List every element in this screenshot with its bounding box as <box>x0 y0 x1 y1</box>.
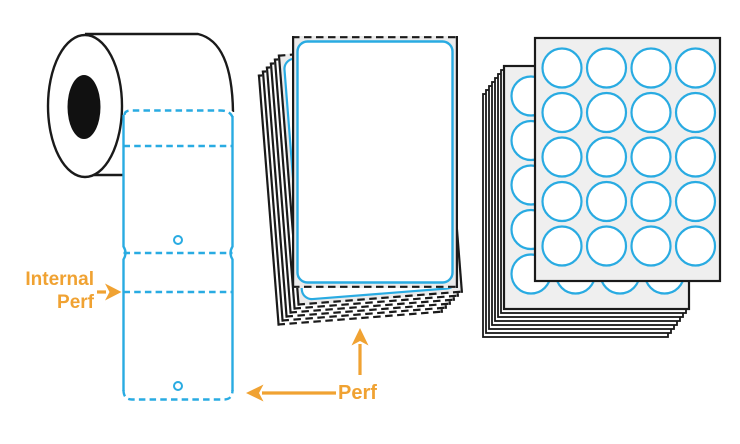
perf-label: Perf <box>338 382 377 404</box>
sheet-left-edge <box>261 70 284 322</box>
circle-label <box>630 91 672 134</box>
circle-label <box>630 136 672 178</box>
circle-label <box>585 180 628 223</box>
sheet-left-edge <box>269 62 292 314</box>
circle-label <box>630 225 672 267</box>
circle-label <box>585 136 628 178</box>
circle-label <box>674 225 717 267</box>
internal-perf-label: Internal Perf <box>25 269 94 313</box>
arrow-head-left <box>246 384 264 402</box>
arrow-head-right <box>105 283 122 301</box>
circle-label <box>541 47 583 89</box>
internal-perf-arrow <box>97 283 122 301</box>
perf-left-arrow <box>246 384 336 402</box>
label-hole <box>173 381 183 391</box>
circle-label <box>541 136 583 178</box>
circle-label <box>674 180 717 223</box>
strip-liner <box>123 111 233 399</box>
label-strip <box>122 109 234 401</box>
front-circle-sheet <box>533 36 722 283</box>
circle-labels-sheet-stack-figure <box>482 36 722 338</box>
sheet-bottom-perf-edge <box>289 298 456 314</box>
sheet-bottom-perf-edge <box>281 306 448 322</box>
strip-top-perf-line <box>123 109 234 118</box>
circle-label <box>585 225 628 267</box>
circle-label <box>585 91 628 134</box>
circle-label <box>585 47 628 89</box>
arrow-head-up <box>351 328 369 346</box>
circle-label <box>674 91 717 134</box>
middle-front-sheet <box>292 36 458 288</box>
circle-label <box>541 91 583 134</box>
sheet-left-edge <box>273 58 296 310</box>
circle-label <box>630 47 672 89</box>
sheet-bottom-perf-edge <box>277 310 444 326</box>
sheet-left-edge <box>265 66 288 318</box>
circle-label <box>541 180 583 223</box>
circle-label <box>674 136 717 178</box>
roll-body-outline <box>85 32 235 113</box>
sheet-bottom-perf-edge <box>297 290 464 306</box>
perf-up-arrow <box>351 328 369 375</box>
label-roll-figure <box>46 32 235 401</box>
circle-label <box>630 180 672 223</box>
label-outline <box>296 40 454 284</box>
circle-label <box>541 225 583 267</box>
roll-core-hole <box>67 75 101 139</box>
strip-bottom-perf-line <box>122 389 234 401</box>
label-hole <box>173 235 183 245</box>
sheet-label-stack-figure <box>257 36 464 326</box>
circle-label <box>674 47 717 89</box>
sheet-left-edge <box>257 74 280 326</box>
sheet-bottom-perf-edge <box>285 302 452 318</box>
sheet-bottom-perf-edge <box>293 294 460 310</box>
